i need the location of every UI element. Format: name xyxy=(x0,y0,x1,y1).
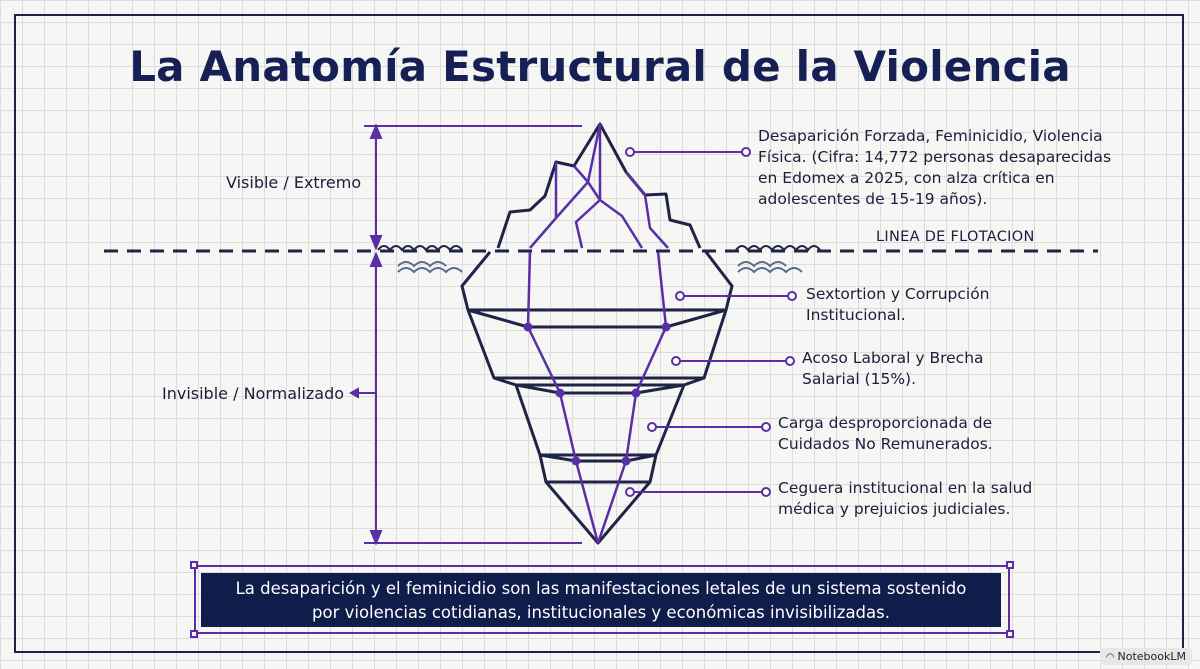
brand-badge: ◠NotebookLM xyxy=(1099,648,1192,665)
brand-label: NotebookLM xyxy=(1117,650,1186,663)
banner-handle-br xyxy=(1006,630,1014,638)
page-frame xyxy=(14,14,1184,653)
invisible-label: Invisible / Normalizado xyxy=(162,384,345,403)
banner-selection-box xyxy=(194,565,1010,634)
visible-label: Visible / Extremo xyxy=(226,173,362,192)
waterline-label: LINEA DE FLOTACION xyxy=(876,229,1035,245)
callout-workplace-harassment: Acoso Laboral y Brecha Salarial (15%). xyxy=(802,349,984,388)
notebooklm-icon: ◠ xyxy=(1105,652,1115,663)
banner-handle-tl xyxy=(190,561,198,569)
callout-institutional-blindness: Ceguera institucional en la salud médica… xyxy=(778,479,1033,518)
iceberg-body xyxy=(460,251,734,545)
callout-extreme-violence: Desaparición Forzada, Feminicidio, Viole… xyxy=(758,127,1112,208)
iceberg-body-facets xyxy=(526,251,668,544)
callout-leaders xyxy=(625,147,797,497)
iceberg-nodes xyxy=(523,322,671,466)
wave-icons xyxy=(377,245,821,252)
summary-banner: La desaparición y el feminicidio son las… xyxy=(201,573,1001,627)
wave-icons-underwater xyxy=(397,261,803,274)
banner-handle-tr xyxy=(1006,561,1014,569)
banner-handle-bl xyxy=(190,630,198,638)
callout-care-burden: Carga desproporcionada de Cuidados No Re… xyxy=(778,414,993,453)
iceberg-tip-facets xyxy=(529,123,669,249)
callout-sextortion: Sextortion y Corrupción Institucional. xyxy=(806,285,990,324)
summary-text: La desaparición y el feminicidio son las… xyxy=(235,579,967,622)
page-title: La Anatomía Estructural de la Violencia xyxy=(129,42,1071,91)
measure-bracket xyxy=(348,123,582,546)
